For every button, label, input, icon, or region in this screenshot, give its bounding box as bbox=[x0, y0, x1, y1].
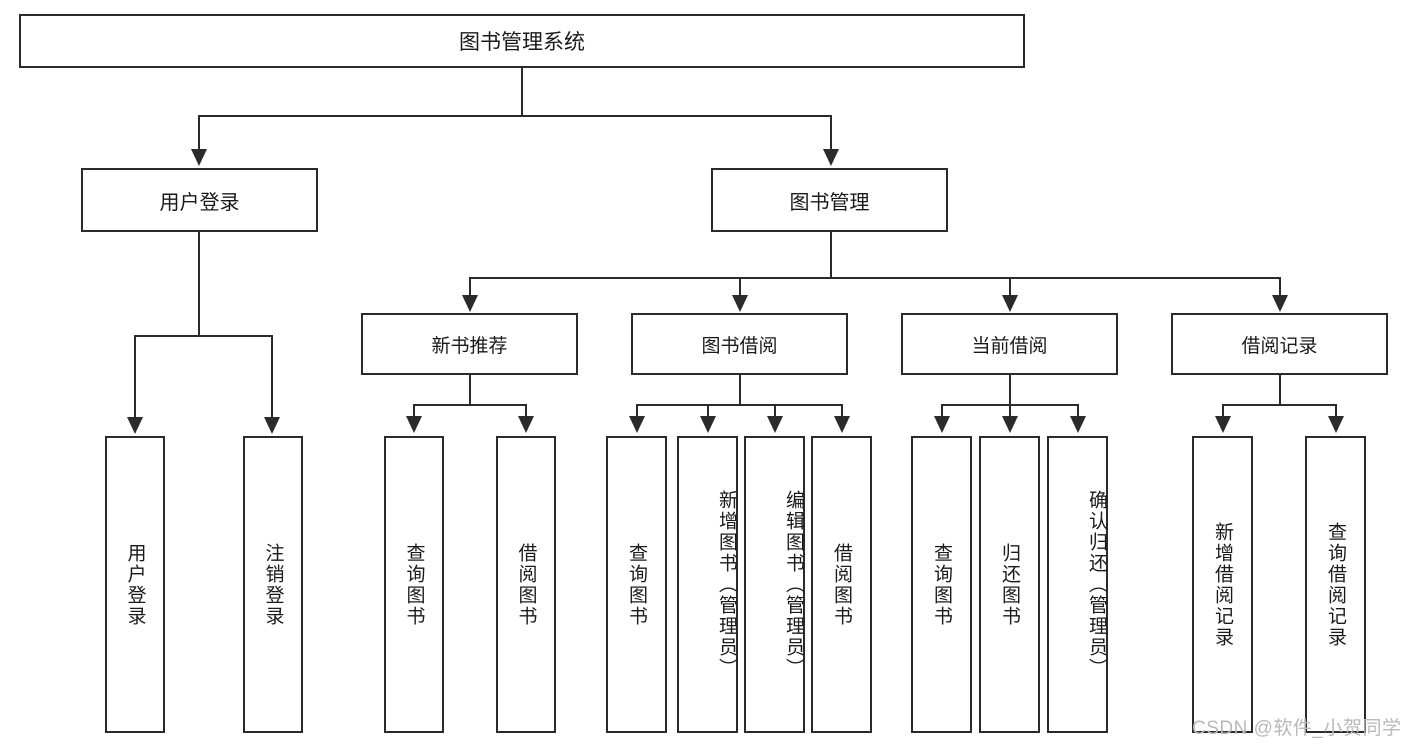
arrowhead-leaf-logout bbox=[264, 417, 280, 434]
node-label: 图书管理 bbox=[789, 191, 870, 214]
arrowhead-br-leaf2 bbox=[1328, 416, 1344, 433]
arrowhead-bb-leaf1 bbox=[629, 416, 645, 433]
node-label: 新书推荐 bbox=[431, 335, 508, 357]
leaf-query-borrow-record[interactable]: 查询借阅记录 bbox=[1305, 436, 1366, 733]
node-label: 图书借阅 bbox=[701, 335, 778, 357]
arrowhead-cb-leaf3 bbox=[1070, 416, 1086, 433]
connector-br-leaf1 bbox=[1222, 404, 1224, 418]
connector-borrow-record-bus bbox=[1222, 404, 1337, 406]
connector-book-mgmt-stem bbox=[830, 232, 832, 278]
connector-to-new-book bbox=[469, 277, 471, 297]
node-label: 借阅图书 bbox=[515, 542, 537, 627]
connector-user-login-stem bbox=[198, 232, 200, 336]
connector-to-borrow-record bbox=[1279, 277, 1281, 297]
leaf-user-login[interactable]: 用户登录 bbox=[105, 436, 165, 733]
leaf-edit-book-admin[interactable]: 编辑图书（管理员） bbox=[744, 436, 805, 733]
arrowhead-borrow-record bbox=[1272, 295, 1288, 312]
connector-new-book-leaf2 bbox=[525, 404, 527, 418]
leaf-add-borrow-record[interactable]: 新增借阅记录 bbox=[1192, 436, 1253, 733]
leaf-query-book-current[interactable]: 查询图书 bbox=[911, 436, 972, 733]
arrowhead-br-leaf1 bbox=[1215, 416, 1231, 433]
arrowhead-book-borrow bbox=[732, 295, 748, 312]
connector-to-current-borrow bbox=[1009, 277, 1011, 297]
connector-root-stem bbox=[521, 68, 523, 116]
node-book-borrow[interactable]: 图书借阅 bbox=[631, 313, 848, 375]
node-label: 用户登录 bbox=[124, 542, 146, 627]
connector-current-borrow-stem bbox=[1009, 375, 1011, 405]
arrowhead-nb-leaf1 bbox=[406, 416, 422, 433]
node-user-login[interactable]: 用户登录 bbox=[81, 168, 318, 232]
arrowhead-bb-leaf2 bbox=[700, 416, 716, 433]
arrowhead-new-book bbox=[462, 295, 478, 312]
arrowhead-leaf-user-login bbox=[127, 417, 143, 434]
connector-bb-leaf4 bbox=[841, 404, 843, 418]
leaf-borrow-book-newbook[interactable]: 借阅图书 bbox=[496, 436, 556, 733]
arrowhead-current-borrow bbox=[1002, 295, 1018, 312]
leaf-add-book-admin[interactable]: 新增图书（管理员） bbox=[677, 436, 738, 733]
connector-book-borrow-bus bbox=[636, 404, 842, 406]
arrowhead-bb-leaf3 bbox=[767, 416, 783, 433]
node-label: 借阅记录 bbox=[1241, 335, 1318, 357]
node-label: 新增借阅记录 bbox=[1212, 521, 1233, 648]
connector-br-leaf2 bbox=[1335, 404, 1337, 418]
node-book-management[interactable]: 图书管理 bbox=[711, 168, 948, 232]
arrowhead-nb-leaf2 bbox=[518, 416, 534, 433]
connector-to-book-borrow bbox=[739, 277, 741, 297]
connector-new-book-leaf1 bbox=[413, 404, 415, 418]
arrowhead-cb-leaf2 bbox=[1002, 416, 1018, 433]
connector-root-to-user-login bbox=[198, 115, 200, 151]
node-label: 查询借阅记录 bbox=[1325, 521, 1346, 648]
node-label: 查询图书 bbox=[931, 542, 952, 627]
leaf-return-book[interactable]: 归还图书 bbox=[979, 436, 1040, 733]
arrowhead-user-login bbox=[191, 149, 207, 166]
leaf-query-book-borrow[interactable]: 查询图书 bbox=[606, 436, 667, 733]
arrowhead-bb-leaf4 bbox=[834, 416, 850, 433]
connector-cb-leaf1 bbox=[941, 404, 943, 418]
connector-root-bus bbox=[198, 115, 832, 117]
node-label: 归还图书 bbox=[999, 542, 1020, 627]
leaf-query-book-newbook[interactable]: 查询图书 bbox=[384, 436, 444, 733]
node-borrow-record[interactable]: 借阅记录 bbox=[1171, 313, 1388, 375]
connector-root-to-book-mgmt bbox=[830, 115, 832, 151]
node-label: 查询图书 bbox=[626, 542, 647, 627]
node-label: 当前借阅 bbox=[971, 335, 1048, 357]
csdn-watermark: CSDN @软件_小贺同学 bbox=[1192, 718, 1402, 739]
node-root-system[interactable]: 图书管理系统 bbox=[19, 14, 1025, 68]
connector-cb-leaf3 bbox=[1077, 404, 1079, 418]
leaf-confirm-return-admin[interactable]: 确认归还（管理员） bbox=[1047, 436, 1108, 733]
node-label: 注销登录 bbox=[262, 542, 284, 627]
connector-book-borrow-stem bbox=[739, 375, 741, 405]
connector-new-book-bus bbox=[413, 404, 527, 406]
connector-user-login-leaf2 bbox=[271, 335, 273, 419]
node-label: 图书管理系统 bbox=[459, 31, 585, 54]
node-new-book-recommend[interactable]: 新书推荐 bbox=[361, 313, 578, 375]
connector-bb-leaf2 bbox=[707, 404, 709, 418]
connector-user-login-bus bbox=[134, 335, 272, 337]
node-label: 新增图书（管理员） bbox=[716, 490, 737, 679]
node-label: 借阅图书 bbox=[831, 542, 852, 627]
connector-book-mgmt-bus bbox=[469, 277, 1280, 279]
arrowhead-book-mgmt bbox=[823, 149, 839, 166]
node-label: 确认归还（管理员） bbox=[1086, 490, 1107, 679]
arrowhead-cb-leaf1 bbox=[934, 416, 950, 433]
connector-borrow-record-stem bbox=[1279, 375, 1281, 405]
connector-bb-leaf1 bbox=[636, 404, 638, 418]
connector-cb-leaf2 bbox=[1009, 404, 1011, 418]
connector-new-book-stem bbox=[469, 375, 471, 405]
node-current-borrow[interactable]: 当前借阅 bbox=[901, 313, 1118, 375]
node-label: 编辑图书（管理员） bbox=[783, 490, 804, 679]
node-label: 查询图书 bbox=[403, 542, 425, 627]
connector-bb-leaf3 bbox=[774, 404, 776, 418]
node-label: 用户登录 bbox=[159, 191, 240, 214]
connector-user-login-leaf1 bbox=[134, 335, 136, 419]
leaf-borrow-book[interactable]: 借阅图书 bbox=[811, 436, 872, 733]
leaf-logout[interactable]: 注销登录 bbox=[243, 436, 303, 733]
